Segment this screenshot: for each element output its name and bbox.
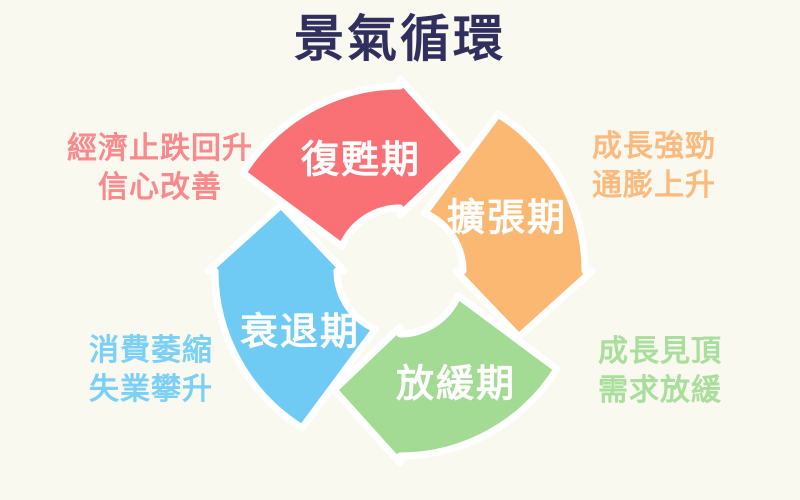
annotation-line: 成長見頂 <box>598 335 722 368</box>
phase-arrow-slowdown <box>330 292 561 467</box>
annotation-line: 經濟止跌回升 <box>67 132 253 165</box>
phase-label-recession: 衰退期 <box>239 311 361 354</box>
annotation-line: 消費萎縮 <box>89 334 213 367</box>
annotation-top-left: 經濟止跌回升 信心改善 <box>67 129 253 207</box>
phase-label-slowdown: 放緩期 <box>395 363 517 406</box>
page-title: 景氣循環 <box>294 11 506 67</box>
annotation-line: 失業攀升 <box>89 373 213 406</box>
annotation-bottom-left: 消費萎縮 失業攀升 <box>89 331 213 409</box>
annotation-line: 需求放緩 <box>598 374 722 407</box>
phase-arrow-recession <box>204 201 379 432</box>
annotation-bottom-right: 成長見頂 需求放緩 <box>598 332 722 410</box>
phase-arrow-expansion <box>421 110 596 341</box>
phase-label-expansion: 擴張期 <box>446 197 568 240</box>
annotation-line: 通膨上升 <box>592 169 716 202</box>
annotation-line: 成長強勁 <box>592 130 716 163</box>
phase-label-recovery: 復甦期 <box>300 139 422 182</box>
phase-arrow-recovery <box>239 75 470 250</box>
annotation-top-right: 成長強勁 通膨上升 <box>592 127 716 205</box>
annotation-line: 信心改善 <box>98 171 222 204</box>
